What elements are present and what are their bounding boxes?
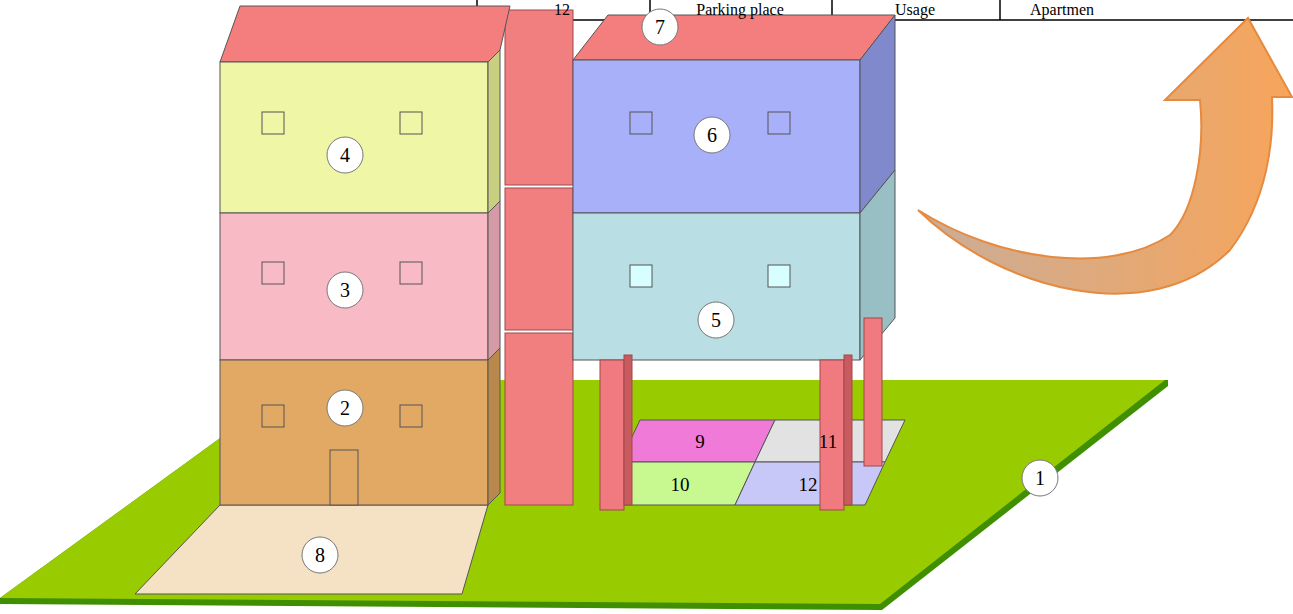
callout-number: 7	[655, 17, 665, 37]
path-tile	[135, 505, 488, 594]
callout-number: 6	[707, 125, 717, 145]
parking-tile	[620, 420, 775, 462]
callout-number: 9	[695, 432, 705, 451]
ground	[0, 380, 1168, 610]
curved-arrow	[918, 18, 1292, 294]
callout-circles	[302, 9, 1058, 573]
table-cell: Apartmen	[1030, 2, 1094, 18]
callout-number: 4	[340, 145, 350, 165]
callout-number: 11	[819, 432, 837, 451]
callout-number: 1	[1035, 468, 1045, 488]
table-cell: 12	[554, 2, 570, 18]
table-cell: Parking place	[696, 2, 784, 18]
callout-number: 2	[340, 398, 350, 418]
ground	[0, 380, 1165, 604]
callout-number: 8	[315, 545, 325, 565]
left-block	[220, 6, 510, 505]
callout-number: 10	[671, 475, 690, 494]
right-block	[573, 15, 895, 360]
table-cell: Usage	[895, 2, 935, 18]
parking-tile	[735, 462, 885, 505]
callout-number: 12	[799, 475, 818, 494]
stair-column	[505, 10, 573, 505]
callout-number: 3	[340, 280, 350, 300]
callout-number: 5	[711, 310, 721, 330]
pillars	[600, 318, 882, 510]
